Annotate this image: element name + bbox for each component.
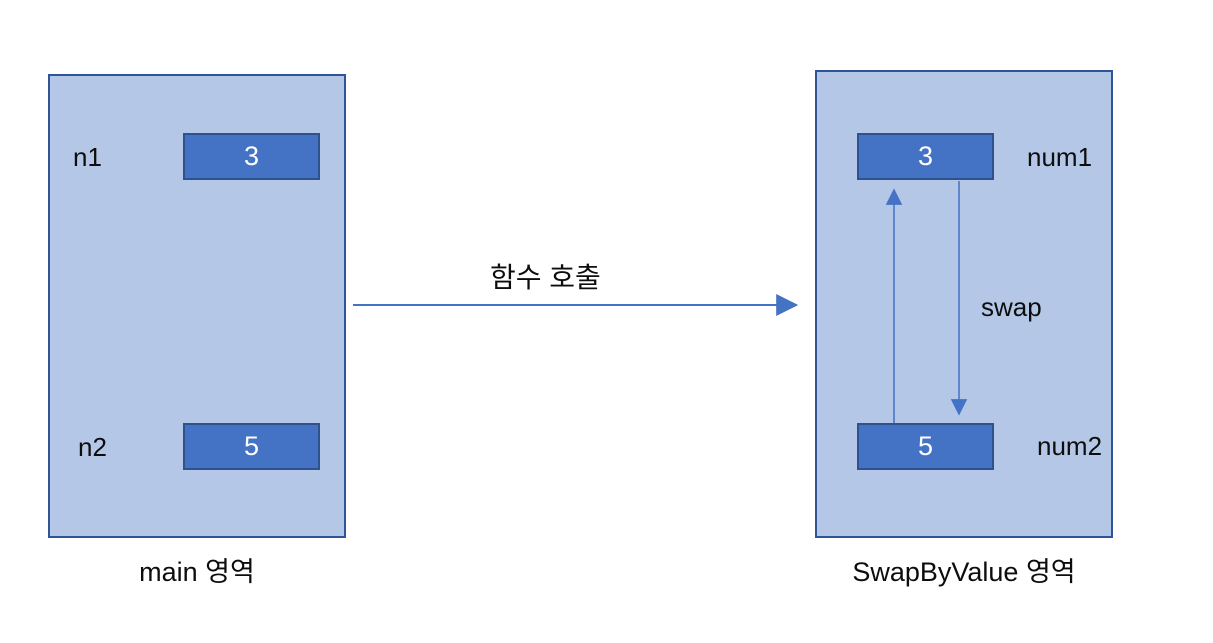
function-call-arrow-label: 함수 호출	[490, 262, 601, 293]
value-box-num1: 3	[857, 133, 994, 180]
swap-arrow-label: swap	[981, 292, 1042, 322]
value-box-num2: 5	[857, 423, 994, 470]
variable-label-n1: n1	[73, 142, 102, 172]
value-box-n1: 3	[183, 133, 320, 180]
variable-label-num2: num2	[1037, 431, 1103, 461]
variable-label-num1: num1	[1027, 142, 1093, 172]
variable-label-n2: n2	[78, 432, 107, 462]
swapbyvalue-region-caption: SwapByValue 영역	[852, 557, 1076, 587]
value-box-n2: 5	[183, 423, 320, 470]
main-region-caption: main 영역	[139, 557, 255, 587]
